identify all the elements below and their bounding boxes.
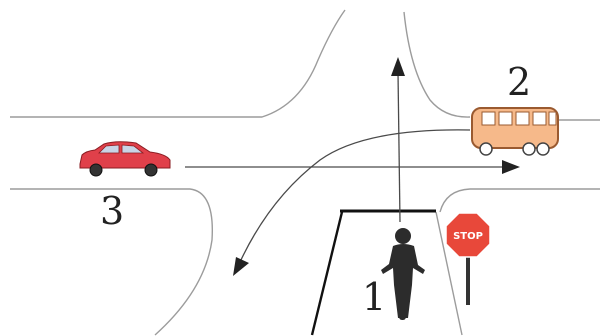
cyclist-number-label: 1: [362, 275, 386, 319]
stop-sign-text: STOP: [453, 231, 483, 242]
car-icon: [79, 141, 171, 177]
stop-sign-icon: STOP: [445, 212, 491, 305]
car-number-label: 3: [100, 189, 124, 233]
car-wheel-rear: [89, 163, 103, 177]
cyclist-icon: [381, 228, 425, 320]
road-edges: [10, 9, 600, 336]
bus-wheel-front: [479, 142, 493, 156]
cyclist-wheel: [399, 288, 406, 320]
cyclist-path-arrowhead: [391, 57, 405, 76]
lane-edge-left: [310, 211, 344, 336]
car-wheel-front: [144, 163, 158, 177]
movement-paths: [185, 57, 520, 276]
road-edge-top-left: [10, 9, 346, 118]
car-body: [79, 141, 171, 169]
road-edge-lane-right: [435, 211, 463, 336]
cyclist-head: [395, 228, 411, 244]
cyclist-body: [381, 244, 425, 318]
bus-number-label: 2: [507, 60, 531, 104]
bus-path-arrowhead: [233, 257, 249, 276]
bus-wheel-rear-2: [536, 142, 550, 156]
road-edge-top-right: [403, 11, 471, 118]
road-edge-bottom-right: [439, 188, 600, 213]
road-edge-bottom-left: [10, 188, 214, 336]
bus-icon: [471, 107, 559, 156]
cyclist-lane: [310, 209, 436, 336]
bus-wheel-rear-1: [522, 142, 536, 156]
car-path-arrowhead: [502, 160, 520, 174]
stop-sign-plate: [445, 212, 491, 258]
cyclist-path-straight: [397, 71, 401, 223]
bus-path-left-turn: [239, 129, 471, 263]
